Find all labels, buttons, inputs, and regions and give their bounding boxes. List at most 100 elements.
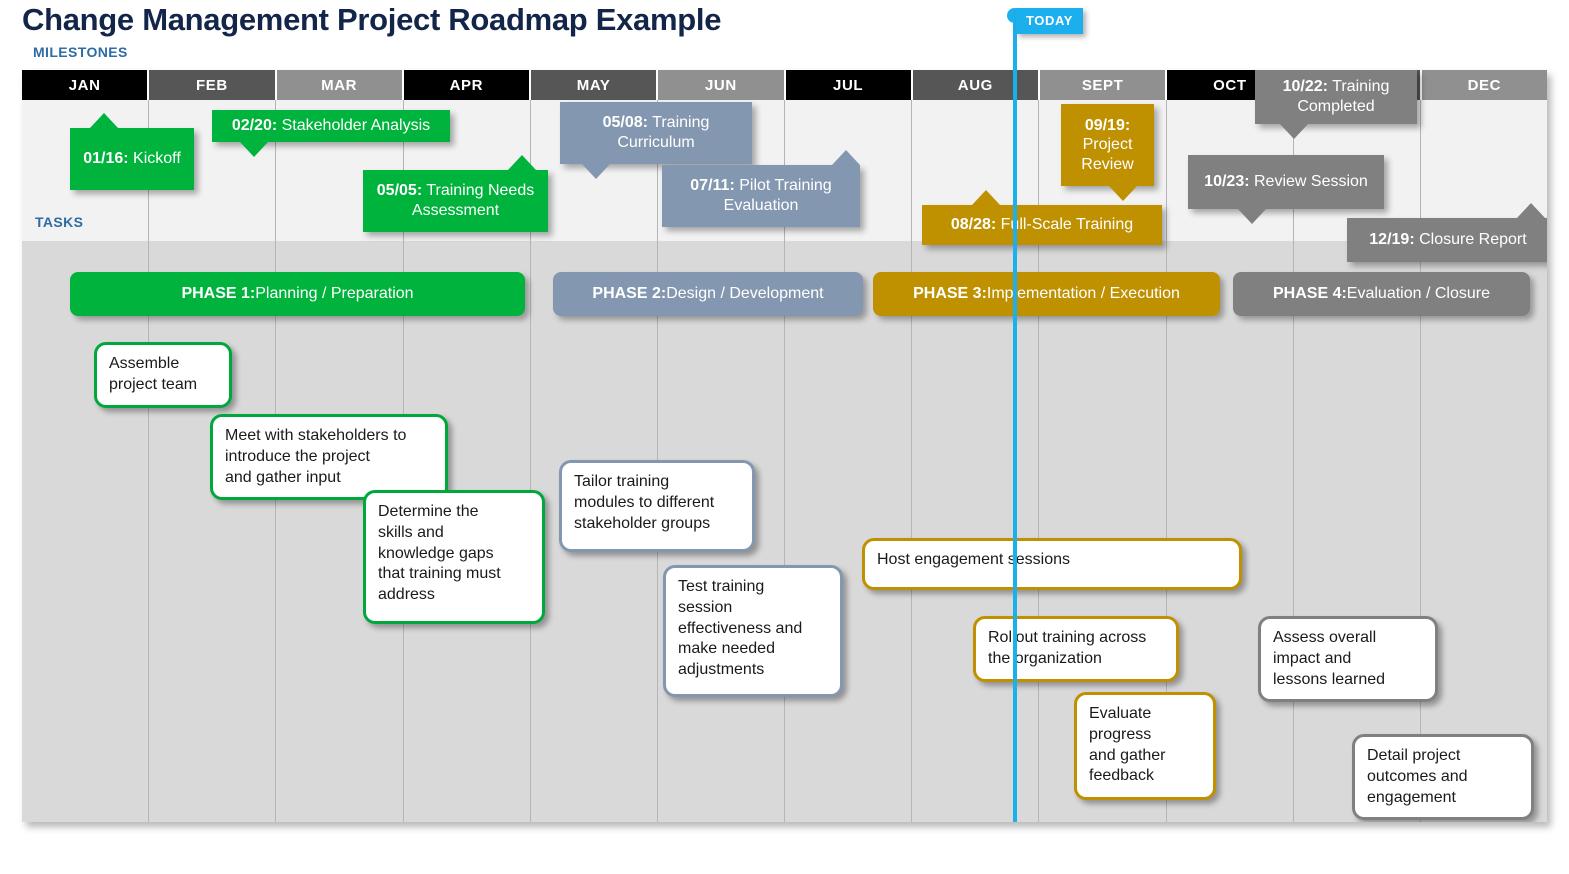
month-header-jul[interactable]: JUL — [785, 70, 913, 100]
phase-bar[interactable]: PHASE 3: Implementation / Execution — [873, 272, 1220, 316]
milestone-title: Full-Scale Training — [996, 216, 1134, 234]
month-label: MAR — [321, 76, 358, 94]
milestone-text: 08/28: Full-Scale Training — [951, 215, 1133, 235]
month-label: APR — [449, 76, 484, 94]
task-text: Detail project outcomes and engagement — [1367, 747, 1468, 806]
phase-description: Evaluation / Closure — [1346, 285, 1490, 302]
milestone-text: 10/23: Review Session — [1204, 172, 1368, 192]
milestone-title: Kickoff — [128, 150, 181, 168]
milestone-callout[interactable]: 01/16: Kickoff — [70, 113, 194, 190]
phase-name: PHASE 4: — [1273, 285, 1347, 302]
month-header-mar[interactable]: MAR — [276, 70, 404, 100]
phase-description: Planning / Preparation — [255, 285, 414, 302]
task-text: Rollout training across the organization — [988, 629, 1147, 667]
milestone-title: Training Curriculum — [617, 114, 710, 151]
milestone-title: Pilot Training Evaluation — [723, 177, 832, 214]
milestone-title: Review Session — [1249, 173, 1368, 191]
task-text: Host engagement sessions — [877, 551, 1070, 568]
roadmap-chart: JANFEBMARAPRMAYJUNJULAUGSEPTOCTNOVDEC 01… — [22, 70, 1547, 822]
task-text: Evaluate progress and gather feedback — [1089, 705, 1166, 785]
callout-pointer-up-icon — [972, 190, 1000, 205]
milestone-date: 10/23: — [1204, 173, 1250, 191]
today-line — [1013, 22, 1017, 822]
month-label: JAN — [68, 76, 101, 94]
milestone-callout[interactable]: 02/20: Stakeholder Analysis — [212, 110, 450, 157]
callout-pointer-down-icon — [1238, 209, 1266, 224]
month-header-jun[interactable]: JUN — [658, 70, 786, 100]
milestone-date: 09/19: — [1084, 116, 1131, 134]
task-card[interactable]: Assemble project team — [94, 342, 232, 408]
milestone-date: 07/11: — [690, 177, 735, 195]
month-label: AUG — [957, 76, 993, 94]
callout-pointer-down-icon — [1109, 186, 1137, 201]
phase-bar[interactable]: PHASE 4: Evaluation / Closure — [1233, 272, 1530, 316]
task-card[interactable]: Assess overall impact and lessons learne… — [1258, 616, 1438, 703]
phase-name: PHASE 3: — [913, 285, 987, 302]
callout-pointer-up-icon — [832, 150, 860, 165]
task-card[interactable]: Determine the skills and knowledge gaps … — [363, 490, 545, 624]
phase-name: PHASE 1: — [181, 285, 256, 302]
tasks-band — [22, 241, 1547, 822]
milestone-title: Closure Report — [1414, 231, 1527, 249]
task-card[interactable]: Meet with stakeholders to introduce the … — [210, 414, 448, 501]
phase-description: Implementation / Execution — [986, 285, 1180, 302]
phase-bar[interactable]: PHASE 2: Design / Development — [553, 272, 863, 316]
month-label: FEB — [195, 76, 228, 94]
milestone-date: 12/19: — [1369, 231, 1415, 249]
milestone-callout[interactable]: 05/08: Training Curriculum — [560, 102, 752, 179]
milestone-date: 02/20: — [231, 117, 278, 135]
task-card[interactable]: Rollout training across the organization — [973, 616, 1179, 682]
phase-description: Design / Development — [666, 285, 824, 302]
milestone-callout[interactable]: 07/11: Pilot Training Evaluation — [662, 150, 860, 227]
month-header-apr[interactable]: APR — [403, 70, 531, 100]
milestone-text: 07/11: Pilot Training Evaluation — [674, 176, 848, 215]
month-header-dec[interactable]: DEC — [1421, 70, 1547, 100]
month-header-sept[interactable]: SEPT — [1040, 70, 1168, 100]
phase-name: PHASE 2: — [592, 285, 667, 302]
milestone-callout[interactable]: 08/28: Full-Scale Training — [922, 190, 1162, 245]
callout-pointer-down-icon — [1280, 124, 1308, 139]
callout-pointer-up-icon — [1517, 203, 1545, 218]
task-text: Meet with stakeholders to introduce the … — [225, 427, 407, 486]
task-card[interactable]: Detail project outcomes and engagement — [1352, 734, 1534, 821]
today-flag-label: TODAY — [1016, 8, 1084, 34]
milestone-date: 05/05: — [376, 182, 423, 200]
month-label: MAY — [576, 76, 611, 94]
month-label: JUL — [833, 76, 864, 94]
month-label: SEPT — [1081, 76, 1124, 94]
task-text: Assemble project team — [109, 355, 198, 393]
milestone-callout[interactable]: 12/19: Closure Report — [1347, 203, 1547, 262]
task-text: Determine the skills and knowledge gaps … — [378, 503, 501, 604]
milestone-callout[interactable]: 09/19: Project Review — [1061, 104, 1154, 201]
task-card[interactable]: Host engagement sessions — [862, 538, 1242, 590]
month-header-may[interactable]: MAY — [531, 70, 659, 100]
tasks-section-label: TASKS — [35, 214, 84, 230]
month-header-row: JANFEBMARAPRMAYJUNJULAUGSEPTOCTNOVDEC — [22, 70, 1547, 100]
milestones-section-label: MILESTONES — [33, 44, 128, 60]
milestone-title: Training Needs Assessment — [411, 182, 535, 219]
callout-pointer-up-icon — [508, 155, 536, 170]
callout-pointer-down-icon — [582, 164, 610, 179]
milestone-date: 10/22: — [1282, 78, 1328, 96]
milestone-text: 01/16: Kickoff — [83, 149, 181, 169]
milestone-title: Training Completed — [1297, 78, 1390, 115]
page-title: Change Management Project Roadmap Exampl… — [22, 2, 722, 37]
milestone-title: Project Review — [1081, 136, 1134, 173]
milestone-date: 01/16: — [83, 150, 129, 168]
month-header-feb[interactable]: FEB — [149, 70, 277, 100]
milestone-callout[interactable]: 10/22: Training Completed — [1255, 70, 1417, 139]
phase-bar[interactable]: PHASE 1: Planning / Preparation — [70, 272, 525, 316]
month-header-aug[interactable]: AUG — [912, 70, 1040, 100]
task-card[interactable]: Test training session effectiveness and … — [663, 565, 843, 697]
task-card[interactable]: Tailor training modules to different sta… — [559, 460, 755, 552]
month-header-jan[interactable]: JAN — [22, 70, 150, 100]
milestone-text: 09/19: Project Review — [1073, 116, 1142, 175]
milestone-callout[interactable]: 10/23: Review Session — [1188, 155, 1384, 224]
task-text: Test training session effectiveness and … — [678, 578, 803, 679]
milestone-text: 10/22: Training Completed — [1267, 77, 1405, 116]
milestone-callout[interactable]: 05/05: Training Needs Assessment — [363, 155, 548, 232]
month-label: DEC — [1467, 76, 1502, 94]
callout-pointer-down-icon — [240, 142, 268, 157]
task-card[interactable]: Evaluate progress and gather feedback — [1074, 692, 1216, 800]
task-text: Assess overall impact and lessons learne… — [1273, 629, 1386, 688]
